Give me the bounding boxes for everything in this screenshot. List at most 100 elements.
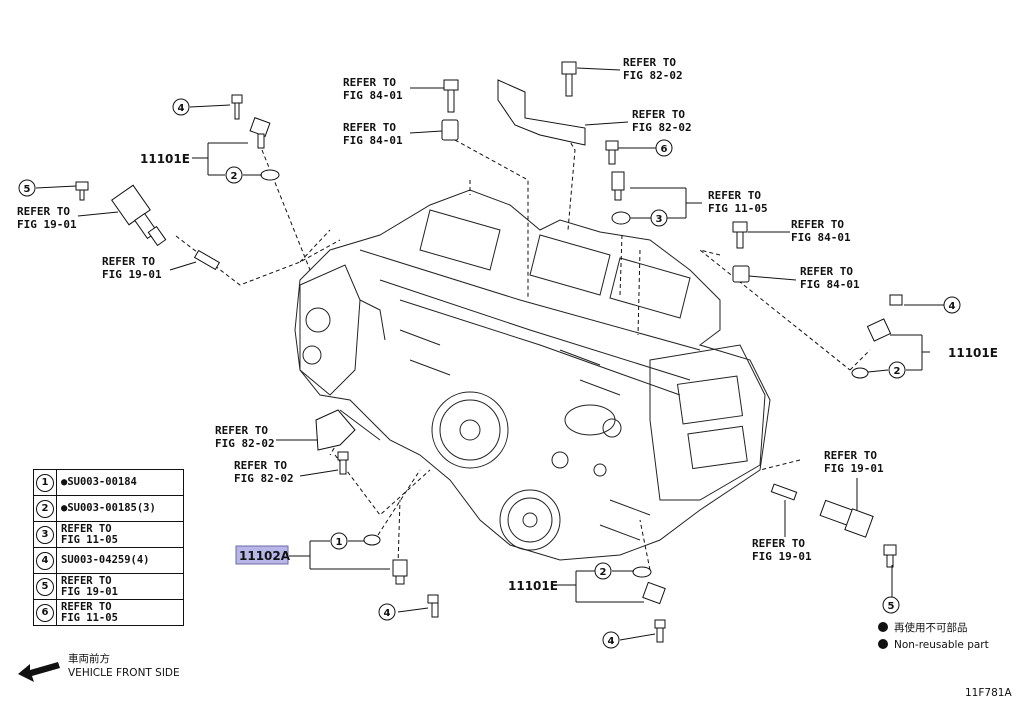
callout-number: 4 [36,551,54,570]
spark-plug-icon [193,249,221,271]
callout-4 [378,603,396,621]
svg-text:FIG 84-01: FIG 84-01 [343,89,403,102]
washer-icon [611,211,631,225]
bolt-icon [605,140,619,165]
callout-6 [655,139,673,157]
svg-text:REFER TO: REFER TO [791,218,844,231]
svg-text:FIG 19-01: FIG 19-01 [824,462,884,475]
part-number-11101E: 11101E [140,152,190,166]
o-ring-icon [363,534,381,546]
sensor-icon [392,559,408,585]
svg-text:FIG 84-01: FIG 84-01 [343,134,403,147]
callout-2 [888,361,906,379]
collar-icon [732,265,750,283]
svg-text:4: 4 [608,636,615,647]
svg-text:FIG 19-01: FIG 19-01 [102,268,162,281]
svg-text:VEHICLE FRONT SIDE: VEHICLE FRONT SIDE [68,667,180,679]
svg-text:REFER TO: REFER TO [824,449,877,462]
callout-4 [602,631,620,649]
svg-text:REFER TO: REFER TO [102,255,155,268]
collar-icon [441,119,459,141]
callout-number: 6 [36,603,54,622]
engine-illustration [294,189,771,561]
svg-text:Non-reusable part: Non-reusable part [894,639,989,651]
bolt-icon [427,594,439,618]
table-row: 1●SU003-00184 [33,469,184,496]
svg-text:3: 3 [656,214,663,225]
sensor-icon [249,117,271,149]
callout-5 [18,179,36,197]
svg-text:FIG 82-02: FIG 82-02 [632,121,692,134]
spark-plug-icon [770,483,798,501]
svg-text:FIG 11-05: FIG 11-05 [708,202,768,215]
callout-number: 3 [36,525,54,544]
callout-4 [172,98,190,116]
svg-text:1: 1 [336,537,343,548]
svg-text:REFER TO: REFER TO [343,76,396,89]
table-cell-description: ●SU003-00185(3) [56,495,184,522]
ignition-coil-icon [819,499,874,538]
svg-text:FIG 19-01: FIG 19-01 [752,550,812,563]
callout-3 [650,209,668,227]
highlight-11102A [235,545,289,565]
bracket-icon [315,409,356,451]
svg-text:REFER TO: REFER TO [708,189,761,202]
svg-text:REFER TO: REFER TO [234,459,287,472]
svg-text:REFER TO: REFER TO [17,205,70,218]
callout-2 [594,562,612,580]
svg-text:REFER TO: REFER TO [632,108,685,121]
bolt-icon [443,79,459,113]
sensor-icon [642,581,666,605]
o-ring-icon [851,367,869,379]
non-reusable-bullet-icon [878,622,888,632]
vehicle-front-indicator: 車両前方 VEHICLE FRONT SIDE [18,652,180,682]
bolt-icon [889,294,903,306]
svg-text:4: 4 [384,608,391,619]
callout-1 [330,532,348,550]
o-ring-icon [260,169,280,181]
svg-text:FIG 19-01: FIG 19-01 [17,218,77,231]
svg-text:車両前方: 車両前方 [68,652,110,665]
arrow-left-icon [18,662,60,682]
part-number-11101E: 11101E [948,346,998,360]
bolt-icon [561,61,577,97]
svg-text:5: 5 [24,184,31,195]
table-row: 2●SU003-00185(3) [33,495,184,522]
svg-text:4: 4 [949,301,956,312]
svg-text:2: 2 [894,366,901,377]
part-number-11101E: 11101E [508,579,558,593]
callout-5 [882,596,900,614]
callout-numbers: 4 2 5 6 3 4 2 1 4 2 4 5 [24,103,956,647]
bolt-icon [75,181,89,201]
svg-text:2: 2 [600,567,607,578]
ignition-coil-icon [111,184,167,247]
callout-circles [18,98,961,649]
o-ring-icon [632,566,652,578]
table-cell-description: SU003-04259(4) [56,547,184,574]
bolt-icon [231,94,243,120]
callout-4 [943,296,961,314]
table-cell-description: ●SU003-00184 [56,469,184,496]
leader-lines [35,67,944,641]
svg-text:FIG 82-02: FIG 82-02 [215,437,275,450]
svg-text:4: 4 [178,103,185,114]
dashed-leaders [175,124,871,571]
bolt-icon [337,451,349,475]
svg-text:6: 6 [661,144,668,155]
bolt-icon [654,619,666,643]
non-reusable-bullet-icon [878,639,888,649]
sensor-icon [611,171,625,201]
svg-text:REFER TO: REFER TO [215,424,268,437]
svg-text:FIG 82-02: FIG 82-02 [234,472,294,485]
callout-number: 1 [36,473,54,492]
callout-2 [225,166,243,184]
legend: 再使用不可部品 Non-reusable part [878,621,989,651]
